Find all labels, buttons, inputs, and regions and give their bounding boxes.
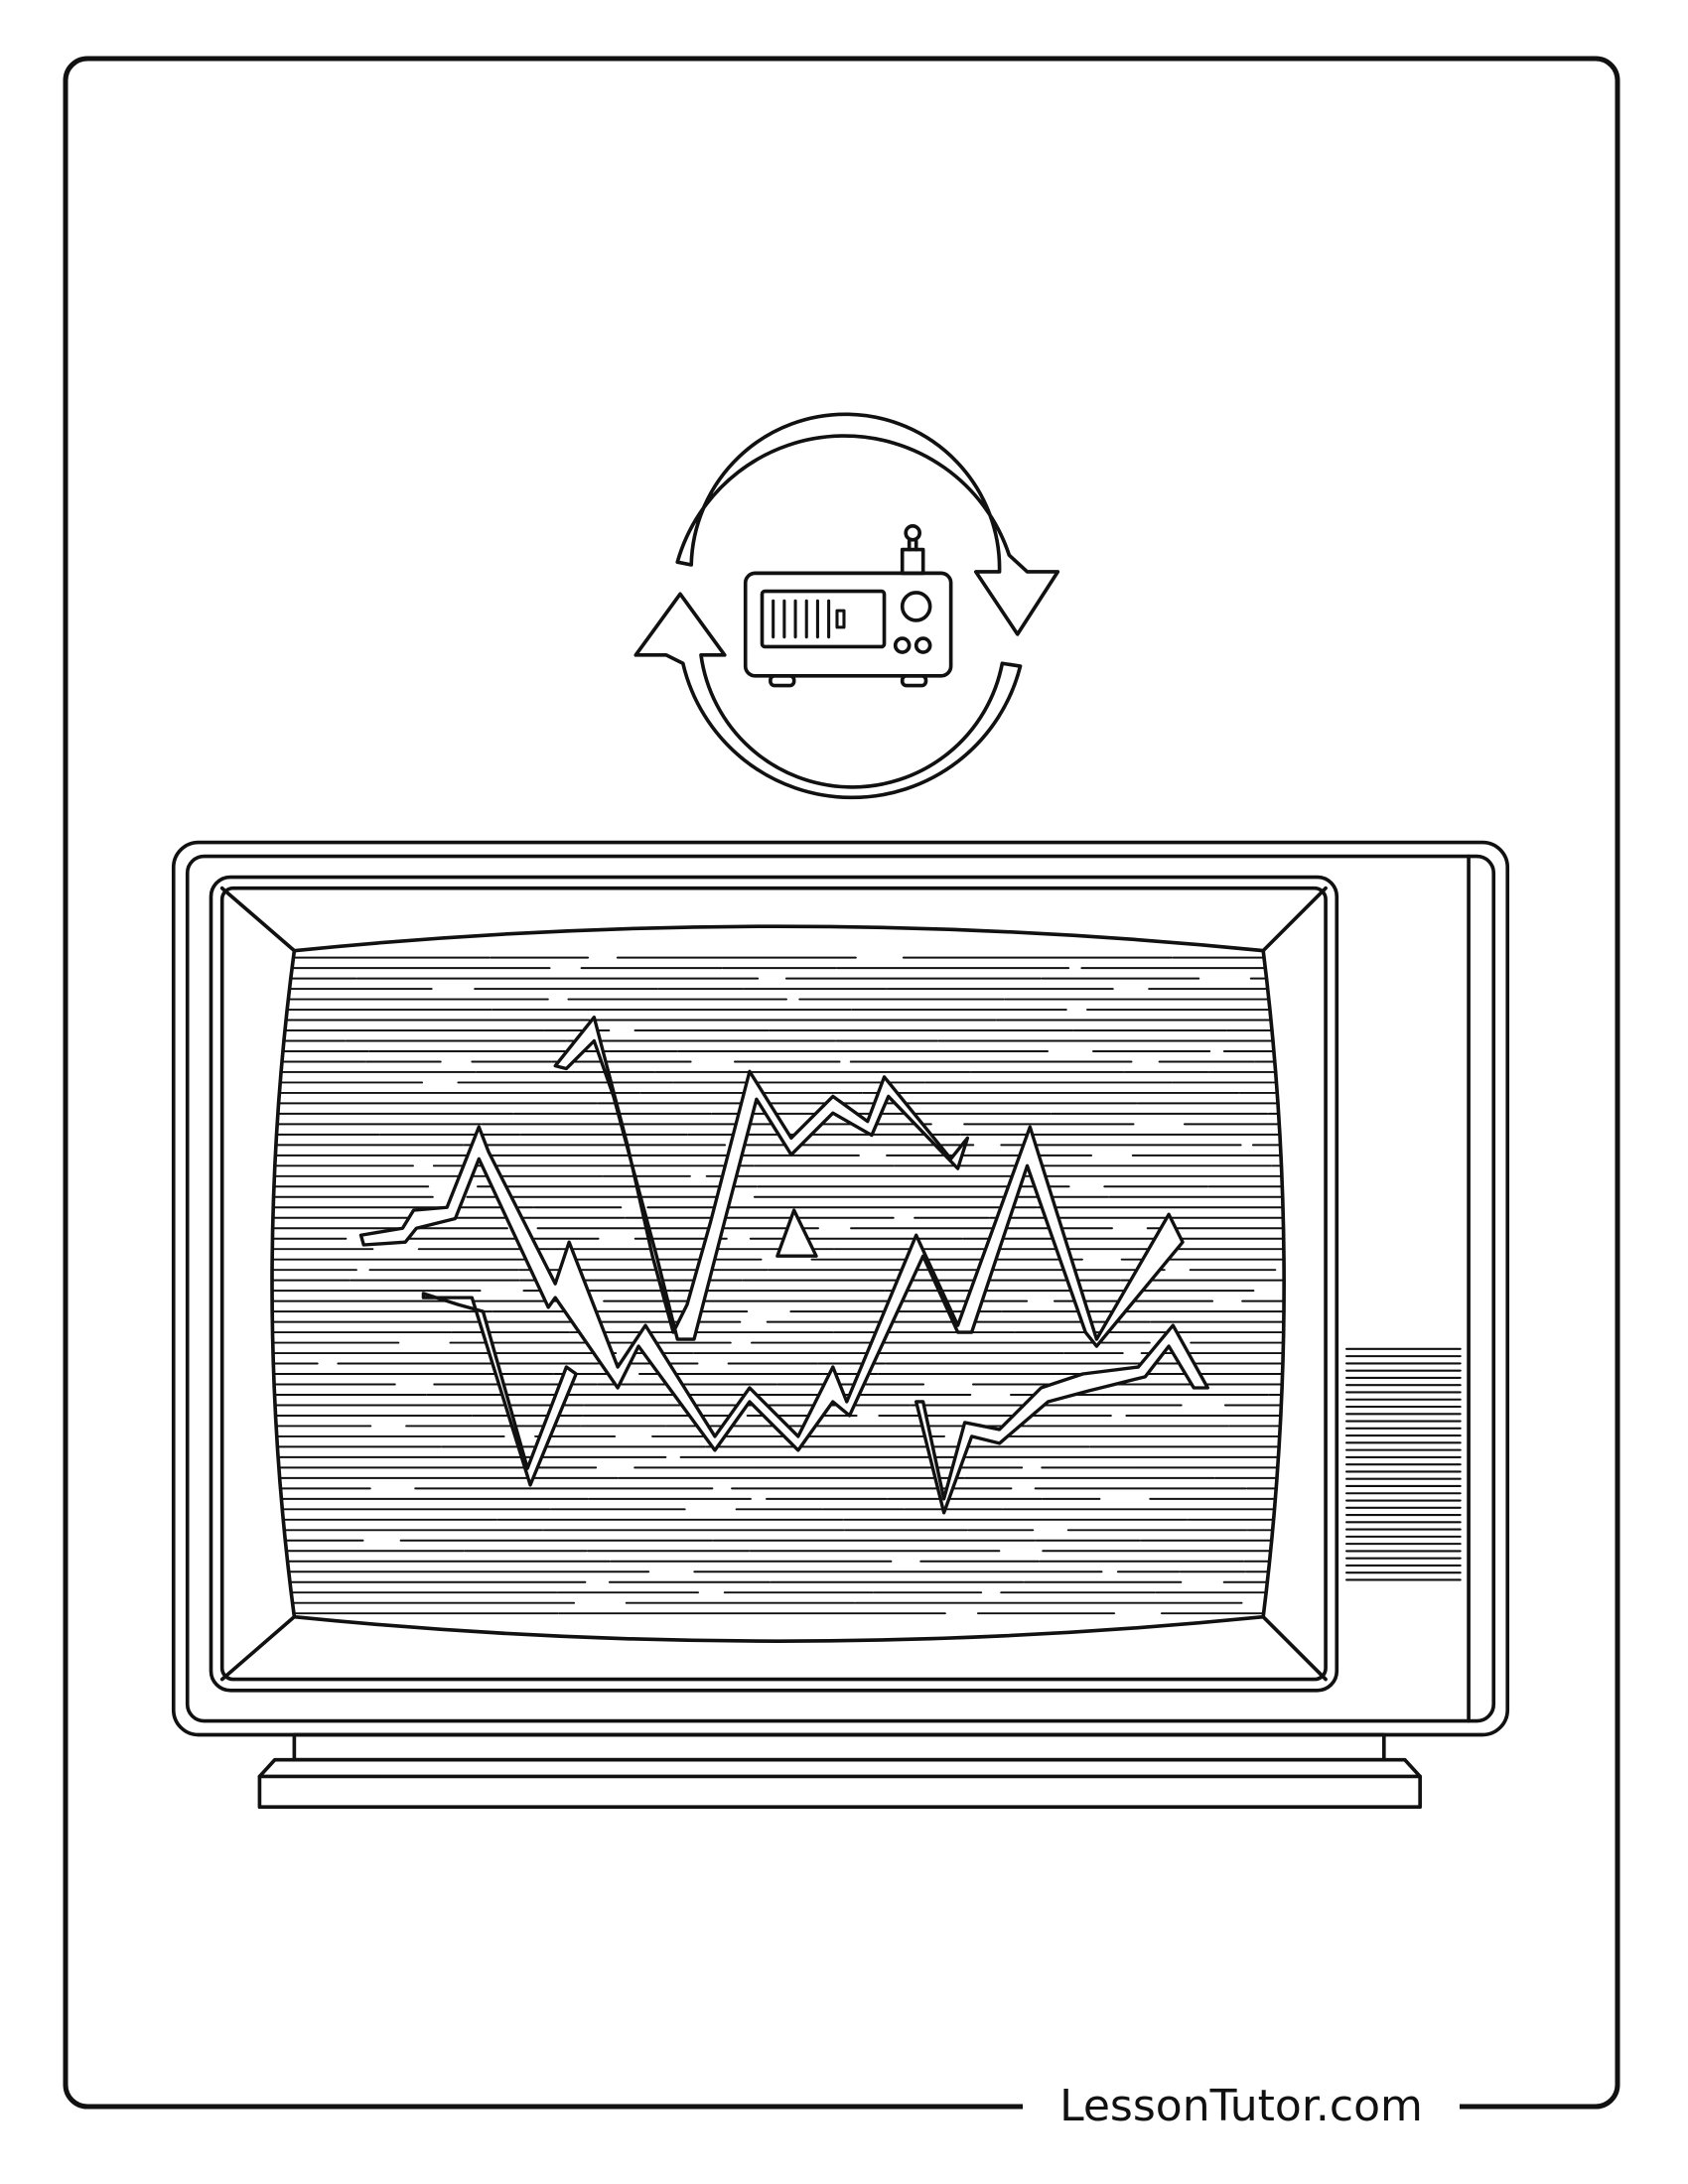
- static-scanlines: [272, 956, 1285, 1615]
- tv-base: [257, 1757, 1422, 1810]
- tv-bezel: [209, 875, 1339, 1693]
- television: [171, 840, 1510, 1810]
- tv-stand: [292, 1732, 1386, 1762]
- radio-icon: [743, 524, 953, 688]
- speaker-grille: [1345, 1347, 1462, 1581]
- page-border: [63, 56, 1620, 2110]
- signal-waveforms: [358, 1016, 1209, 1515]
- footer-brand: LessonTutor.com: [1023, 2077, 1460, 2136]
- refresh-arrows-icon: [633, 412, 1060, 800]
